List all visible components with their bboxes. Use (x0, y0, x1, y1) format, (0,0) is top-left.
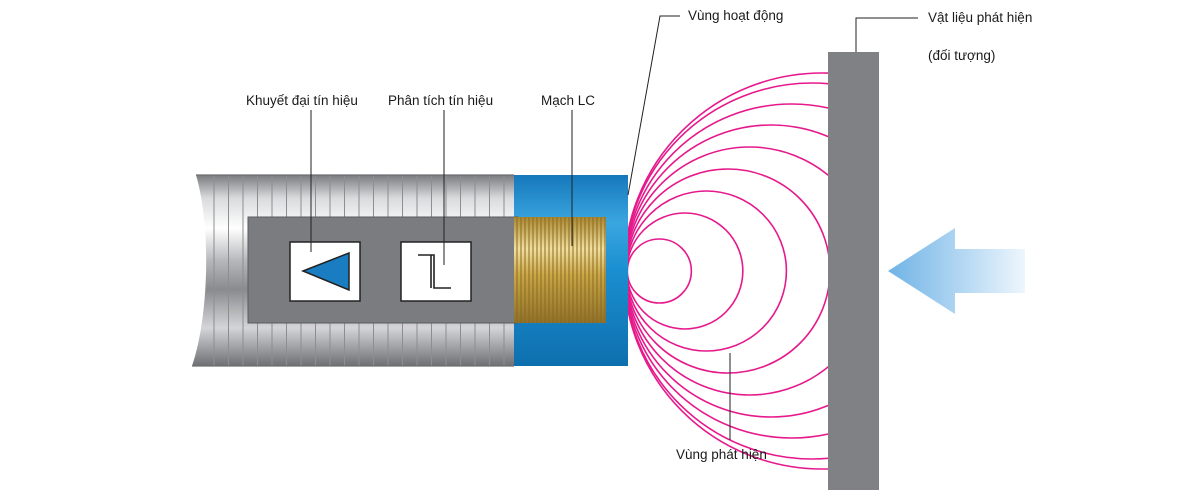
left-arrow-icon (888, 228, 1025, 314)
field-arc (628, 146, 828, 396)
lc-circuit-label: Mạch LC (541, 93, 595, 108)
magnetic-field (628, 72, 828, 470)
target-label: Vật liệu phát hiện (928, 10, 1032, 25)
target-material (828, 52, 879, 490)
amplifier-box (289, 241, 361, 302)
amplifier-label: Khuyết đại tín hiệu (246, 93, 358, 108)
pulse-waveform-icon (418, 254, 451, 289)
field-arc (628, 168, 828, 374)
detection-zone-label: Vùng phát hiện (676, 447, 767, 462)
active-zone-label: Vùng hoạt động (688, 8, 783, 23)
analyzer-box (400, 241, 472, 302)
target-label-sub: (đối tượng) (928, 48, 995, 63)
field-arc (628, 82, 828, 460)
lc-coil (514, 217, 606, 323)
field-arc (628, 124, 828, 418)
field-arc (628, 72, 828, 470)
leader-lines (310, 15, 918, 440)
field-arc (628, 190, 788, 352)
triangle-amplifier-icon (300, 251, 350, 292)
field-arc (628, 212, 744, 330)
analyzer-label: Phân tích tín hiệu (388, 93, 493, 108)
field-arc (628, 238, 693, 304)
field-arc (628, 103, 828, 439)
electronics-compartment (247, 216, 519, 324)
